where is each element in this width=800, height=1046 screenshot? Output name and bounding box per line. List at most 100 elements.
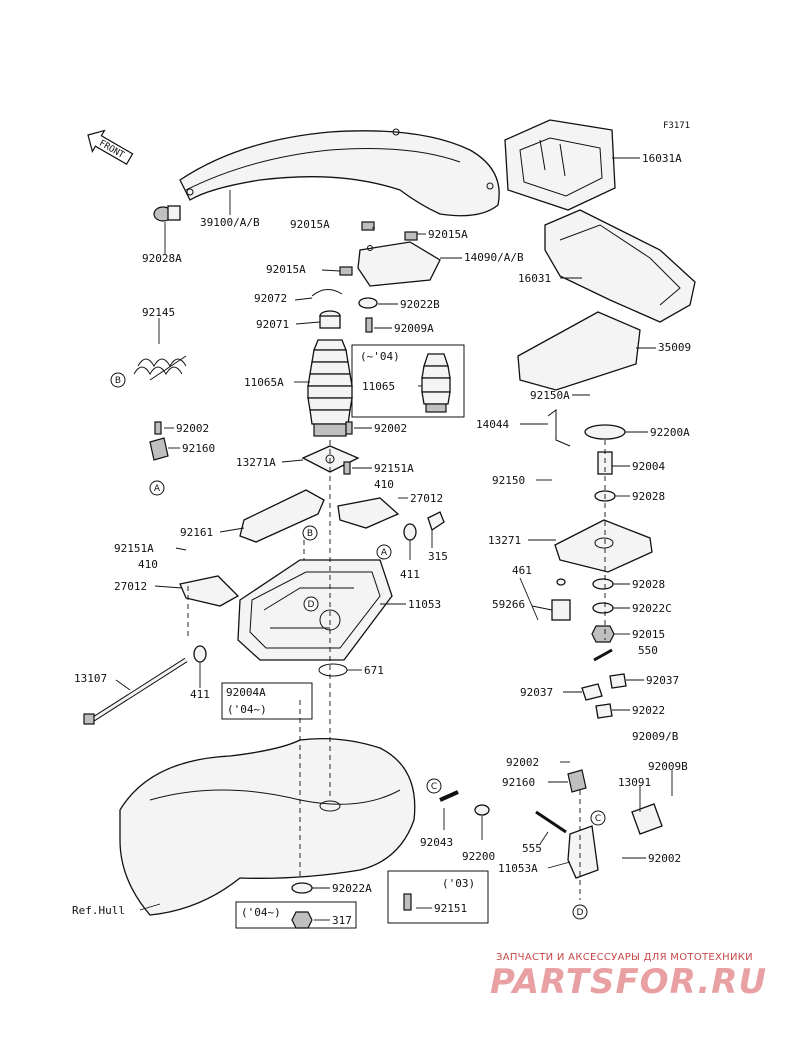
label-411-a: 411 bbox=[400, 568, 420, 581]
label-317: 317 bbox=[332, 914, 352, 927]
label-13091: 13091 bbox=[618, 776, 651, 789]
label-92028-a: 92028 bbox=[632, 490, 665, 503]
pin-550 bbox=[593, 648, 613, 662]
label-92200A: 92200A bbox=[650, 426, 690, 439]
watermark-tagline: ЗАПЧАСТИ И АКСЕССУАРЫ ДЛЯ МОТОТЕХНИКИ bbox=[496, 952, 753, 963]
label-16031: 16031 bbox=[518, 272, 551, 285]
label-92145: 92145 bbox=[142, 306, 175, 319]
label-315: 315 bbox=[428, 550, 448, 563]
washer-92022B bbox=[358, 297, 378, 309]
pad-92161 bbox=[239, 489, 325, 543]
collar-92028-lower bbox=[592, 578, 614, 590]
nut-92015A-2 bbox=[404, 231, 418, 241]
label-16031A: 16031A bbox=[642, 152, 682, 165]
bracket-16031A bbox=[504, 119, 616, 211]
nut-317 bbox=[291, 911, 313, 929]
label-92015: 92015 bbox=[632, 628, 665, 641]
label-92015A-3: 92015A bbox=[266, 263, 306, 276]
callout-a-2: A bbox=[381, 548, 388, 558]
label-92071: 92071 bbox=[256, 318, 289, 331]
part-13091 bbox=[631, 803, 663, 835]
oring-671 bbox=[318, 663, 348, 677]
washer-92200A bbox=[584, 424, 626, 440]
bracket-27012-right bbox=[337, 497, 400, 529]
label-92151: 92151 bbox=[434, 902, 467, 915]
label-92043: 92043 bbox=[420, 836, 453, 849]
label-92072: 92072 bbox=[254, 292, 287, 305]
bolt-92009A bbox=[365, 317, 373, 333]
block-92022 bbox=[595, 703, 613, 719]
label-92002-c: 92002 bbox=[648, 852, 681, 865]
label-92002-left: 92002 bbox=[176, 422, 209, 435]
callout-d-1: D bbox=[308, 600, 315, 610]
label-92151A-a: 92151A bbox=[374, 462, 414, 475]
label-ref-hull: Ref.Hull bbox=[72, 904, 125, 917]
label-92022C: 92022C bbox=[632, 602, 672, 615]
label-92009B-slash: 92009/B bbox=[632, 730, 679, 743]
clip-92072 bbox=[311, 289, 343, 297]
label-410-b: 410 bbox=[138, 558, 158, 571]
front-arrow-icon: FRONT bbox=[87, 129, 134, 166]
label-92009A: 92009A bbox=[394, 322, 434, 335]
spring-92145 bbox=[133, 355, 187, 381]
washer-92022A bbox=[291, 882, 313, 894]
label-11065: 11065 bbox=[362, 380, 395, 393]
bolt-92002-a bbox=[345, 421, 353, 435]
block-92037-b bbox=[609, 673, 627, 689]
pin-555 bbox=[535, 810, 567, 834]
callout-b-1: B bbox=[115, 376, 121, 386]
plate-35009 bbox=[517, 311, 641, 391]
plate-13271 bbox=[554, 519, 653, 573]
label-92028A: 92028A bbox=[142, 252, 182, 265]
washer-92022C bbox=[592, 602, 614, 614]
label-410-a: 410 bbox=[374, 478, 394, 491]
bracket-92160-left bbox=[149, 437, 169, 461]
label-11053A: 11053A bbox=[498, 862, 538, 875]
watermark-logo: PARTSFOR.RU bbox=[490, 962, 768, 1002]
label-11065A: 11065A bbox=[244, 376, 284, 389]
boot-top-92071 bbox=[319, 310, 341, 329]
label-411-b: 411 bbox=[190, 688, 210, 701]
block-92037-a bbox=[581, 683, 603, 701]
bracket-27012-left bbox=[179, 575, 240, 607]
variant-note-1: (~'04) bbox=[360, 350, 400, 363]
diagram-code: F3171 bbox=[663, 121, 690, 131]
label-92015A-2: 92015A bbox=[428, 228, 468, 241]
bolt-92002-left bbox=[154, 421, 162, 435]
bellows-boot-11065A bbox=[307, 339, 353, 437]
washer-411-lower bbox=[193, 645, 207, 663]
pin-92043 bbox=[439, 790, 459, 802]
label-92028-b: 92028 bbox=[632, 578, 665, 591]
label-92150: 92150 bbox=[492, 474, 525, 487]
label-13107: 13107 bbox=[74, 672, 107, 685]
variant-note-2: ('04~) bbox=[227, 703, 267, 716]
callout-c-1: C bbox=[431, 782, 437, 792]
label-35009: 35009 bbox=[658, 341, 691, 354]
callout-b-2: B bbox=[307, 529, 313, 539]
callout-c-2: C bbox=[595, 814, 601, 824]
label-92022B: 92022B bbox=[400, 298, 440, 311]
label-92022: 92022 bbox=[632, 704, 665, 717]
label-14044: 14044 bbox=[476, 418, 509, 431]
label-92160-left: 92160 bbox=[182, 442, 215, 455]
bracket-11053A bbox=[567, 825, 599, 879]
label-92037-b: 92037 bbox=[646, 674, 679, 687]
nut-92015A-1 bbox=[361, 221, 375, 231]
label-92037-a: 92037 bbox=[520, 686, 553, 699]
nut-315 bbox=[427, 511, 445, 532]
hull-reference bbox=[119, 737, 416, 916]
part-number-labels: 16031A 39100/A/B 92015A 92015A 14090/A/B… bbox=[72, 152, 691, 927]
label-39100: 39100/A/B bbox=[200, 216, 260, 229]
inset-box-317 bbox=[235, 901, 357, 929]
bolt-92151 bbox=[403, 893, 412, 911]
washer-92200 bbox=[474, 804, 490, 816]
label-92022A: 92022A bbox=[332, 882, 372, 895]
label-92151A-b: 92151A bbox=[114, 542, 154, 555]
nut-92015 bbox=[591, 625, 615, 643]
label-92004: 92004 bbox=[632, 460, 665, 473]
variant-note-4: ('04~) bbox=[241, 906, 281, 919]
inset-box-11065: (~'04) bbox=[351, 344, 465, 418]
label-59266: 59266 bbox=[492, 598, 525, 611]
